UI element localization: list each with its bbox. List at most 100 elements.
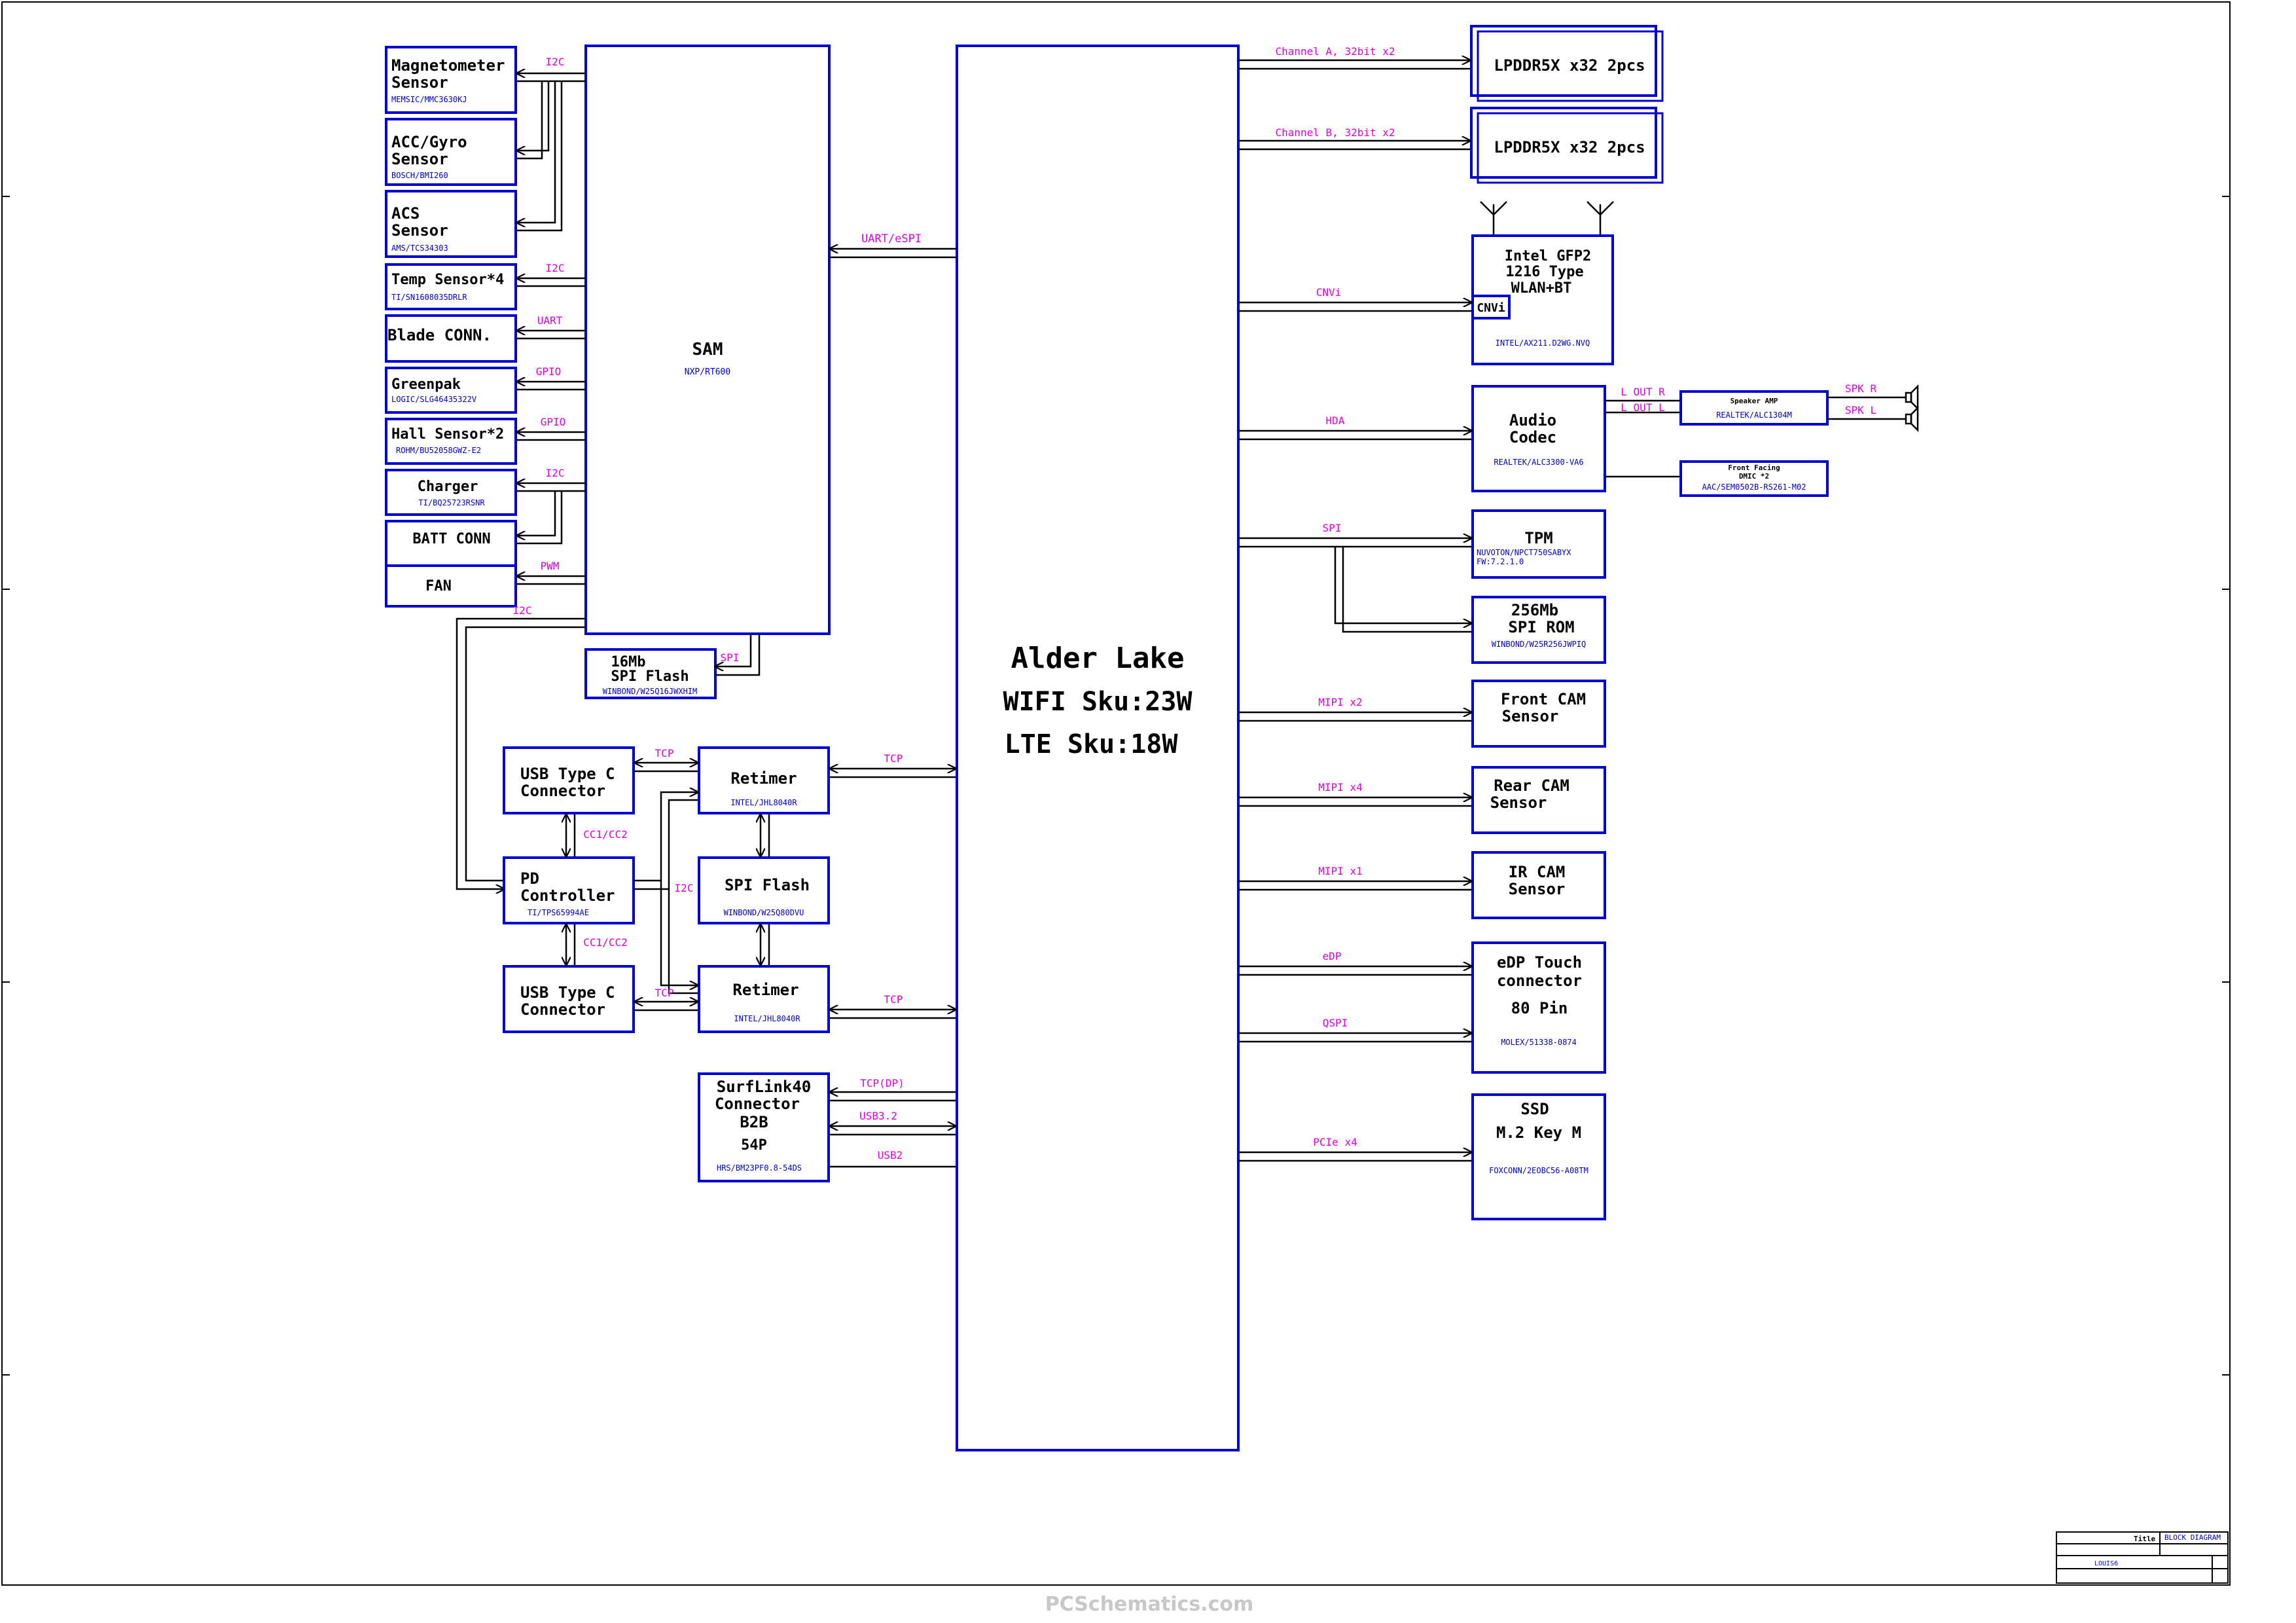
speaker-icon (1905, 405, 1919, 433)
i2c-label-2: I2C (546, 262, 565, 274)
tcp-dp-label: TCP(DP) (860, 1077, 904, 1089)
charger-block[interactable]: Charger TI/BQ25723RSNR (385, 469, 517, 516)
surflink-title4: 54P (741, 1137, 767, 1154)
uart-espi-bus: UART/eSPI (830, 232, 957, 259)
lpddr-b-block[interactable]: LPDDR5X x32 2pcs (1470, 107, 1664, 184)
greenpak-title: Greenpak (391, 376, 461, 393)
edp-bus: eDP (1238, 950, 1471, 976)
acs-title: ACS (391, 204, 420, 223)
tcp-label-2: TCP (655, 987, 674, 999)
retimer-spi-links (761, 814, 770, 965)
surflink-title1: SurfLink40 (717, 1078, 812, 1096)
surflink-buses: TCP(DP) USB3.2 USB2 (830, 1077, 956, 1168)
tcp-label-4: TCP (884, 993, 903, 1006)
sam-spi-bus: SPI (715, 634, 761, 676)
wlan-title2: 1216 Type (1505, 264, 1583, 280)
qspi-label: QSPI (1323, 1017, 1348, 1029)
mipi-x4-bus: MIPI x4 (1238, 781, 1471, 807)
charger-title: Charger (418, 479, 478, 495)
pd-retimer-i2c: I2C (635, 792, 698, 994)
spi-bus-right: SPI (1238, 522, 1471, 633)
retimer-top-block[interactable]: Retimer INTEL/JHL8040R (698, 746, 830, 814)
acc-gyro-title: ACC/Gyro (391, 133, 467, 151)
dmic-block[interactable]: Front Facing DMIC *2 AAC/SEM0502B-RS261-… (1679, 460, 1829, 497)
rear-cam-block[interactable]: Rear CAM Sensor (1471, 766, 1606, 834)
magnetometer-block[interactable]: Magnetometer Sensor MEMSIC/MMC3630KJ (385, 46, 517, 114)
lpddr-a-block[interactable]: LPDDR5X x32 2pcs (1470, 25, 1664, 102)
uart-label: UART (537, 314, 563, 327)
acc-gyro-block[interactable]: ACC/Gyro Sensor BOSCH/BMI260 (385, 118, 517, 186)
usb-c-top-title2: Connector (520, 782, 605, 800)
mipi-x1-bus: MIPI x1 (1238, 865, 1471, 891)
spi-rom-block[interactable]: 256Mb SPI ROM WINBOND/W25R256JWPIQ (1471, 596, 1606, 664)
audio-codec-block[interactable]: Audio Codec REALTEK/ALC3300-VA6 (1471, 385, 1606, 492)
watermark: PCSchematics.com (1045, 1593, 1253, 1616)
hall-sensor-part: ROHM/BU52058GWZ-E2 (396, 446, 481, 455)
spi-flash-16-title1: 16Mb (611, 654, 646, 670)
wlan-title1: Intel GFP2 (1505, 248, 1591, 264)
speaker-amp-block[interactable]: Speaker AMP REALTEK/ALC1304M (1679, 390, 1829, 426)
dmic-title1: Front Facing (1728, 464, 1780, 472)
cnvi-bus: CNVi (1238, 286, 1471, 312)
i2c-label-4: I2C (513, 604, 532, 617)
usbc-bottom-retimer-tcp: TCP (635, 987, 698, 1012)
left-uart-bus: UART (517, 314, 586, 340)
ssd-title1: SSD (1520, 1100, 1549, 1118)
retimer-top-cpu-tcp: TCP (830, 752, 956, 778)
fan-title: FAN (425, 578, 452, 594)
dmic-title2: DMIC *2 (1739, 472, 1769, 481)
usb-c-bottom-title1: USB Type C (520, 983, 615, 1002)
cpu-block[interactable]: Alder Lake WIFI Sku:23W LTE Sku:18W (956, 45, 1240, 1451)
fan-block[interactable]: FAN (385, 564, 517, 608)
left-gpio-bus-1: GPIO (517, 365, 586, 391)
pwm-label: PWM (541, 560, 560, 572)
cc-label-2: CC1/CC2 (583, 936, 627, 949)
mipi-x2-label: MIPI x2 (1318, 696, 1362, 708)
spk-l-label: SPK L (1845, 404, 1876, 416)
speaker-amp-title: Speaker AMP (1731, 397, 1778, 405)
acs-part: AMS/TCS34303 (391, 244, 448, 253)
usb-c-top-block[interactable]: USB Type C Connector (503, 746, 635, 814)
temp-sensor-part: TI/SN1608035DRLR (391, 293, 467, 302)
batt-conn-block[interactable]: BATT CONN (385, 520, 517, 567)
spi-rom-title1: 256Mb (1511, 601, 1558, 619)
ir-cam-block[interactable]: IR CAM Sensor (1471, 851, 1606, 919)
surflink-block[interactable]: SurfLink40 Connector B2B 54P HRS/BM23PF0… (698, 1072, 830, 1182)
greenpak-block[interactable]: Greenpak LOGIC/SLG46435322V (385, 367, 517, 414)
uart-espi-label: UART/eSPI (861, 232, 922, 246)
usb-c-bottom-block[interactable]: USB Type C Connector (503, 965, 635, 1033)
spi-flash-mid-title: SPI Flash (725, 876, 810, 894)
front-cam-block[interactable]: Front CAM Sensor (1471, 680, 1606, 748)
pcie-x4-bus: PCIe x4 (1238, 1136, 1471, 1162)
usbc-top-pd-cc: CC1/CC2 (566, 814, 628, 856)
wlan-block[interactable]: Intel GFP2 1216 Type WLAN+BT CNVi INTEL/… (1471, 234, 1614, 365)
acc-gyro-part: BOSCH/BMI260 (391, 171, 448, 180)
hall-sensor-block[interactable]: Hall Sensor*2 ROHM/BU52058GWZ-E2 (385, 418, 517, 465)
edp-title2: connector (1497, 972, 1582, 990)
retimer-bottom-title: Retimer (732, 981, 798, 999)
pd-controller-block[interactable]: PD Controller TI/TPS65994AE (503, 856, 635, 924)
retimer-bottom-block[interactable]: Retimer INTEL/JHL8040R (698, 965, 830, 1033)
cpu-lte-sku: LTE Sku:18W (1005, 729, 1179, 759)
ssd-block[interactable]: SSD M.2 Key M FOXCONN/2EOBC56-A08TM (1471, 1093, 1606, 1220)
left-gpio-bus-2: GPIO (517, 416, 586, 441)
lout-r-label: L OUT R (1621, 386, 1665, 398)
edp-title3: 80 Pin (1511, 999, 1568, 1017)
temp-sensor-block[interactable]: Temp Sensor*4 TI/SN1608035DRLR (385, 263, 517, 310)
pcie-x4-label: PCIe x4 (1313, 1136, 1357, 1148)
sam-block[interactable]: SAM NXP/RT600 (584, 45, 831, 635)
blade-conn-block[interactable]: Blade CONN. (385, 314, 517, 363)
magnetometer-title2: Sensor (391, 73, 448, 92)
spi-flash-16mb-block[interactable]: 16Mb SPI Flash WINBOND/W25Q16JWXHIM (584, 648, 717, 699)
spi-flash-16-part: WINBOND/W25Q16JWXHIM (603, 687, 698, 696)
spi-flash-mid-block[interactable]: SPI Flash WINBOND/W25Q80DVU (698, 856, 830, 924)
tcp-label-3: TCP (884, 752, 903, 765)
cpu-title: Alder Lake (1011, 642, 1185, 675)
acs-block[interactable]: ACS Sensor AMS/TCS34303 (385, 190, 517, 258)
spi-flash-16-title2: SPI Flash (611, 668, 689, 685)
pd-title1: PD (520, 869, 539, 888)
ssd-part: FOXCONN/2EOBC56-A08TM (1489, 1166, 1588, 1175)
edp-block[interactable]: eDP Touch connector 80 Pin MOLEX/51338-0… (1471, 941, 1606, 1074)
channel-a-bus: Channel A, 32bit x2 (1238, 45, 1470, 70)
tpm-block[interactable]: TPM NUVOTON/NPCT750SABYX FW:7.2.1.0 (1471, 509, 1606, 579)
